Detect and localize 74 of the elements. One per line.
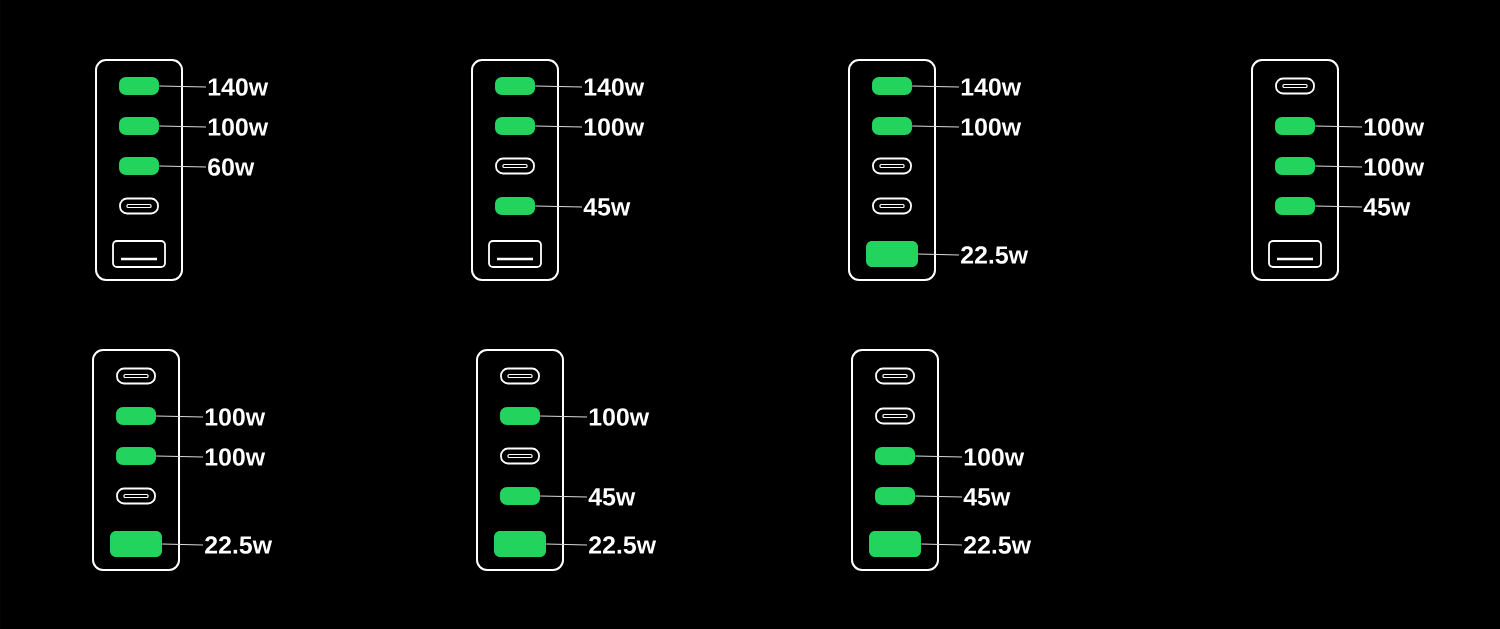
leader-line bbox=[158, 125, 207, 128]
leader-line bbox=[539, 415, 588, 418]
wattage-label: 45w bbox=[588, 488, 636, 506]
leader-line bbox=[155, 455, 204, 458]
leader-line bbox=[920, 543, 963, 546]
wattage-label: 45w bbox=[963, 488, 1011, 506]
active-port bbox=[119, 77, 159, 95]
wattage-label: 100w bbox=[584, 118, 645, 136]
charger-body bbox=[848, 59, 936, 281]
active-port bbox=[495, 77, 535, 95]
active-port bbox=[869, 531, 921, 557]
active-port bbox=[872, 77, 912, 95]
leader-line bbox=[539, 495, 588, 498]
active-port bbox=[119, 117, 159, 135]
idle-port bbox=[1268, 240, 1322, 268]
active-port bbox=[110, 531, 162, 557]
leader-line bbox=[911, 85, 960, 88]
leader-line bbox=[545, 543, 588, 546]
idle-port bbox=[116, 487, 156, 505]
wattage-label: 100w bbox=[205, 408, 266, 426]
wattage-label: 140w bbox=[208, 78, 269, 96]
idle-port bbox=[500, 447, 540, 465]
idle-port bbox=[112, 240, 166, 268]
leader-line bbox=[917, 253, 960, 256]
charger-body bbox=[1251, 59, 1339, 281]
leader-line bbox=[1314, 205, 1363, 208]
charger-body bbox=[92, 349, 180, 571]
wattage-label: 22.5w bbox=[964, 536, 1032, 554]
charger-body bbox=[851, 349, 939, 571]
leader-line bbox=[161, 543, 204, 546]
leader-line bbox=[534, 125, 583, 128]
leader-line bbox=[1314, 125, 1363, 128]
idle-port bbox=[116, 367, 156, 385]
wattage-label: 45w bbox=[583, 198, 631, 216]
idle-port bbox=[875, 407, 915, 425]
idle-port bbox=[1275, 77, 1315, 95]
leader-line bbox=[914, 495, 963, 498]
active-port bbox=[494, 531, 546, 557]
wattage-label: 140w bbox=[961, 78, 1022, 96]
wattage-label: 22.5w bbox=[205, 536, 273, 554]
wattage-label: 100w bbox=[1364, 158, 1425, 176]
wattage-label: 100w bbox=[964, 448, 1025, 466]
wattage-label: 100w bbox=[205, 448, 266, 466]
leader-line bbox=[534, 205, 583, 208]
wattage-label: 45w bbox=[1363, 198, 1411, 216]
idle-port bbox=[495, 157, 535, 175]
charger-body bbox=[476, 349, 564, 571]
active-port bbox=[872, 117, 912, 135]
idle-port bbox=[875, 367, 915, 385]
leader-line bbox=[911, 125, 960, 128]
wattage-label: 60w bbox=[208, 158, 255, 176]
leader-line bbox=[1314, 165, 1363, 168]
leader-line bbox=[155, 415, 204, 418]
wattage-label: 100w bbox=[208, 118, 269, 136]
leader-line bbox=[158, 165, 207, 168]
active-port bbox=[866, 241, 918, 267]
idle-port bbox=[872, 197, 912, 215]
idle-port bbox=[488, 240, 542, 268]
leader-line bbox=[158, 85, 207, 88]
active-port bbox=[495, 117, 535, 135]
idle-port bbox=[500, 367, 540, 385]
wattage-label: 22.5w bbox=[961, 246, 1029, 264]
charger-body bbox=[95, 59, 183, 281]
wattage-label: 100w bbox=[961, 118, 1022, 136]
idle-port bbox=[119, 197, 159, 215]
wattage-label: 140w bbox=[584, 78, 645, 96]
wattage-label: 100w bbox=[589, 408, 650, 426]
idle-port bbox=[872, 157, 912, 175]
leader-line bbox=[534, 85, 583, 88]
charger-body bbox=[471, 59, 559, 281]
wattage-label: 22.5w bbox=[589, 536, 657, 554]
leader-line bbox=[914, 455, 963, 458]
wattage-label: 100w bbox=[1364, 118, 1425, 136]
active-port bbox=[1275, 117, 1315, 135]
